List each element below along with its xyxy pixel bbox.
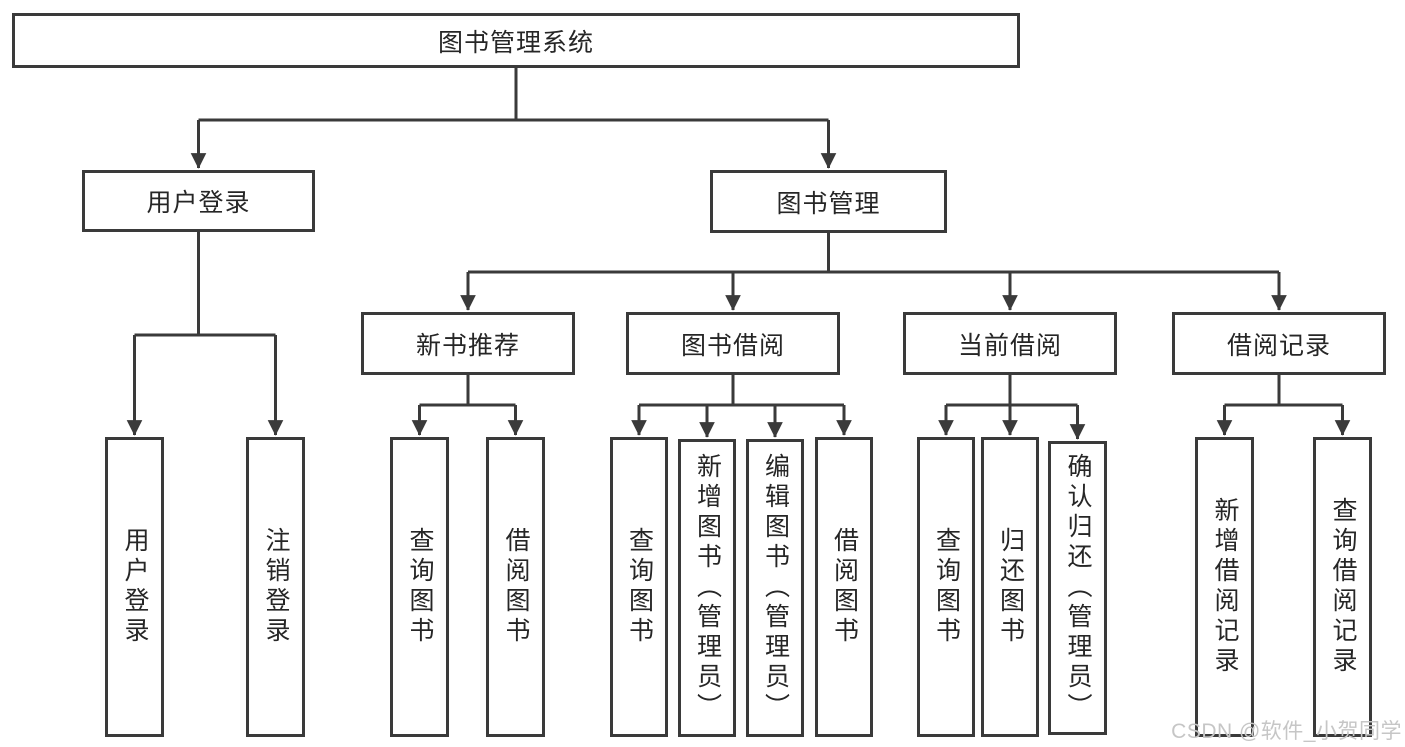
wire-records-bus xyxy=(1224,375,1343,407)
node-label: 借阅记录 xyxy=(1226,331,1331,360)
leaf-query-borrow-record: 查询借阅记录 xyxy=(1313,437,1372,737)
leaf-label: 查询图书 xyxy=(406,527,434,647)
leaf-logout: 注销登录 xyxy=(246,437,305,737)
leaf-label: 借阅图书 xyxy=(502,527,530,647)
node-label: 图书管理系统 xyxy=(437,28,594,57)
wire-userlogin-bus xyxy=(134,232,276,337)
leaf-label: 查询图书 xyxy=(932,527,961,647)
leaf-user-login: 用户登录 xyxy=(105,437,164,737)
leaf-label: 注销登录 xyxy=(262,527,290,647)
csdn-watermark: CSDN @软件_小贺同学 xyxy=(1171,720,1402,743)
node-current-borrowing: 当前借阅 xyxy=(903,312,1117,375)
wire-current-bus xyxy=(946,375,1078,407)
leaf-label: 新增图书（管理员） xyxy=(693,453,722,723)
node-label: 新书推荐 xyxy=(415,331,520,360)
wire-bookmgmt-bus xyxy=(468,233,1279,274)
wire-newbook-bus xyxy=(419,375,516,407)
node-book-management: 图书管理 xyxy=(710,170,947,233)
node-label: 图书借阅 xyxy=(680,331,785,360)
leaf-label: 新增借阅记录 xyxy=(1211,497,1239,677)
leaf-edit-books-admin: 编辑图书（管理员） xyxy=(746,439,804,737)
node-book-borrowing: 图书借阅 xyxy=(626,312,840,375)
leaf-label: 借阅图书 xyxy=(830,527,859,647)
node-user-login: 用户登录 xyxy=(82,170,315,232)
node-library-management-system: 图书管理系统 xyxy=(12,13,1020,68)
node-label: 用户登录 xyxy=(146,189,251,217)
leaf-query-books-recommend: 查询图书 xyxy=(390,437,449,737)
leaf-add-books-admin: 新增图书（管理员） xyxy=(678,439,736,737)
leaf-label: 用户登录 xyxy=(121,527,149,647)
leaf-label: 查询借阅记录 xyxy=(1329,497,1357,677)
leaf-label: 确认归还（管理员） xyxy=(1064,453,1092,723)
leaf-confirm-return-admin: 确认归还（管理员） xyxy=(1048,441,1107,735)
leaf-borrow-books-recommend: 借阅图书 xyxy=(486,437,545,737)
node-label: 当前借阅 xyxy=(957,331,1062,360)
leaf-query-books-borrowing: 查询图书 xyxy=(610,437,668,737)
leaf-borrow-books: 借阅图书 xyxy=(815,437,873,737)
leaf-label: 编辑图书（管理员） xyxy=(761,453,790,723)
wire-borrow-bus xyxy=(639,375,844,407)
leaf-label: 查询图书 xyxy=(625,527,654,647)
leaf-query-books-current: 查询图书 xyxy=(917,437,975,737)
leaf-return-books: 归还图书 xyxy=(981,437,1039,737)
node-label: 图书管理 xyxy=(776,189,881,218)
node-borrowing-records: 借阅记录 xyxy=(1172,312,1386,375)
leaf-add-borrow-record: 新增借阅记录 xyxy=(1195,437,1254,737)
leaf-label: 归还图书 xyxy=(996,527,1025,647)
wire-root-bus xyxy=(198,68,829,122)
node-new-book-recommendation: 新书推荐 xyxy=(361,312,575,375)
